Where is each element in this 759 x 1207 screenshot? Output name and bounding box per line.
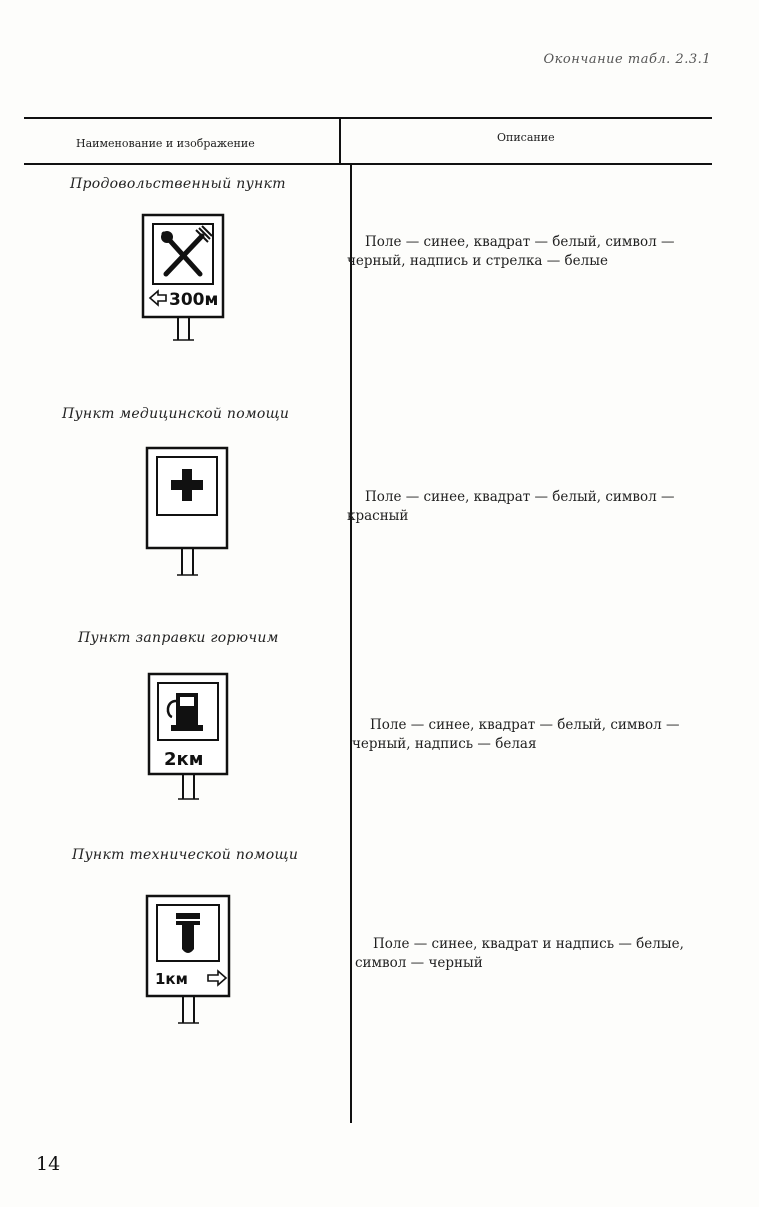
red-cross-icon bbox=[171, 469, 203, 501]
left-arrow-icon bbox=[148, 289, 167, 307]
row-name-food-point: Продовольственный пункт bbox=[70, 176, 286, 192]
row-name-technical-point: Пункт технической помощи bbox=[72, 847, 299, 863]
sign-food-point: 300м bbox=[141, 213, 225, 341]
sign-distance-fuel: 2км bbox=[164, 749, 203, 770]
row-description-technical-point: Поле — синее, квадрат и надпись — белые,… bbox=[355, 936, 684, 971]
sign-fuel-point: 2км bbox=[147, 672, 229, 800]
sign-medical-point bbox=[145, 446, 229, 576]
column-header-description: Описание bbox=[497, 131, 555, 144]
wrench-icon bbox=[176, 913, 200, 953]
row-description-food-point: Поле — синее, квадрат — белый, символ — … bbox=[347, 234, 675, 269]
right-arrow-icon bbox=[207, 969, 228, 987]
sign-distance-food: 300м bbox=[169, 290, 218, 310]
row-description-fuel-point: Поле — синее, квадрат — белый, символ — … bbox=[352, 717, 680, 752]
row-description-medical-point: Поле — синее, квадрат — белый, символ — … bbox=[347, 489, 675, 524]
row-name-fuel-point: Пункт заправки горючим bbox=[78, 630, 279, 646]
sign-technical-point: 1км bbox=[145, 894, 231, 1024]
sign-distance-technical: 1км bbox=[155, 970, 188, 988]
row-name-medical-point: Пункт медицинской помощи bbox=[62, 406, 290, 422]
table-column-divider bbox=[339, 118, 341, 163]
page-number: 14 bbox=[36, 1153, 61, 1175]
table-top-rule bbox=[24, 117, 712, 119]
table-column-divider-body bbox=[350, 163, 352, 1123]
fuel-pump-icon bbox=[166, 693, 203, 731]
table-continuation-label: Окончание табл. 2.3.1 bbox=[543, 52, 711, 67]
table-header-rule bbox=[24, 163, 712, 165]
column-header-name: Наименование и изображение bbox=[76, 137, 255, 150]
